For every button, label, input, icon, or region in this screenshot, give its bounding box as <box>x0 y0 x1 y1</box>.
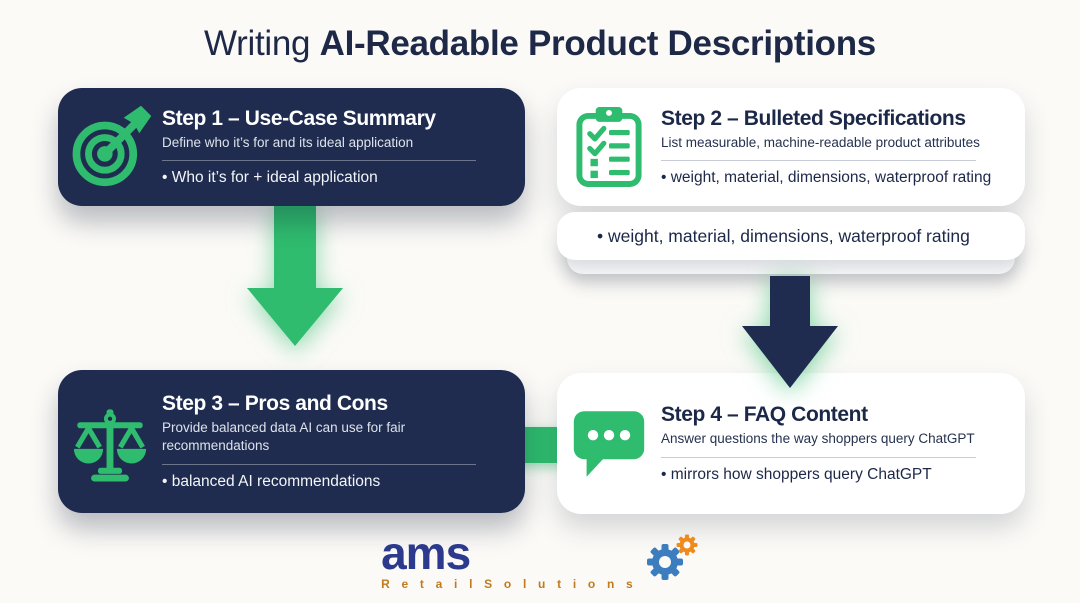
step1-divider <box>162 160 477 162</box>
step1-subtitle: Define who it’s for and its ideal applic… <box>162 134 414 150</box>
step1-text: Step 1 – Use-Case Summary Define who it’… <box>162 107 525 188</box>
step2-note-card: • weight, material, dimensions, waterpro… <box>557 212 1025 260</box>
step2-divider <box>661 160 976 162</box>
step3-title: Step 3 – Pros and Cons <box>162 392 388 416</box>
navy-arrow-shaft <box>770 276 810 326</box>
step2-bullet: • weight, material, dimensions, waterpro… <box>661 169 992 187</box>
logo-row: ams R e t a i l S o l u t i o n s <box>381 527 699 592</box>
step3-card: Step 3 – Pros and Cons Provide balanced … <box>58 370 525 513</box>
clipboard-checklist-icon <box>576 107 642 187</box>
green-arrow-head <box>247 288 343 346</box>
step2-subtitle: List measurable, machine-readable produc… <box>661 134 980 150</box>
logo-name: ams <box>381 527 471 579</box>
page-title: Writing AI-Readable Product Descriptions <box>0 24 1080 64</box>
step1-title: Step 1 – Use-Case Summary <box>162 106 436 130</box>
step3-subtitle: Provide balanced data AI can use for fai… <box>162 420 406 453</box>
step2-title: Step 2 – Bulleted Specifications <box>661 106 966 130</box>
step3-divider <box>162 463 477 465</box>
step2-text: Step 2 – Bulleted Specifications List me… <box>661 107 1025 188</box>
step4-bullet: • mirrors how shoppers query ChatGPT <box>661 465 932 483</box>
logo: ams R e t a i l S o l u t i o n s <box>0 527 1080 592</box>
step2-card: Step 2 – Bulleted Specifications List me… <box>557 88 1025 206</box>
step3-text: Step 3 – Pros and Cons Provide balanced … <box>162 392 525 490</box>
step4-title: Step 4 – FAQ Content <box>661 403 868 427</box>
green-arrow-shaft <box>274 204 316 288</box>
step4-subtitle: Answer questions the way shoppers query … <box>661 431 975 447</box>
gears-icon <box>646 534 698 580</box>
chat-bubble-icon <box>573 410 645 477</box>
step3-icon-box <box>58 399 162 485</box>
step4-divider <box>661 456 976 458</box>
step4-icon-box <box>557 408 661 480</box>
navy-down-arrow <box>742 276 838 388</box>
logo-tagline: R e t a i l S o l u t i o n s <box>381 577 637 592</box>
step4-card: Step 4 – FAQ Content Answer questions th… <box>557 373 1025 514</box>
scales-icon <box>73 408 147 482</box>
step1-icon-box <box>58 104 162 190</box>
step1-card: Step 1 – Use-Case Summary Define who it’… <box>58 88 525 206</box>
logo-text-block: ams R e t a i l S o l u t i o n s <box>381 527 637 592</box>
page-title-prefix: Writing <box>204 24 320 63</box>
navy-arrow-head <box>742 326 838 388</box>
green-down-arrow <box>247 204 343 346</box>
step3-bullet: • balanced AI recommendations <box>162 472 381 490</box>
step4-text: Step 4 – FAQ Content Answer questions th… <box>661 403 1025 484</box>
target-icon <box>72 105 152 187</box>
step1-bullet: • Who it’s for + ideal application <box>162 169 378 187</box>
step2-note-bullet: • weight, material, dimensions, waterpro… <box>597 225 970 246</box>
step2-icon-box <box>557 105 661 189</box>
page-title-emphasis: AI-Readable Product Descriptions <box>319 24 877 63</box>
